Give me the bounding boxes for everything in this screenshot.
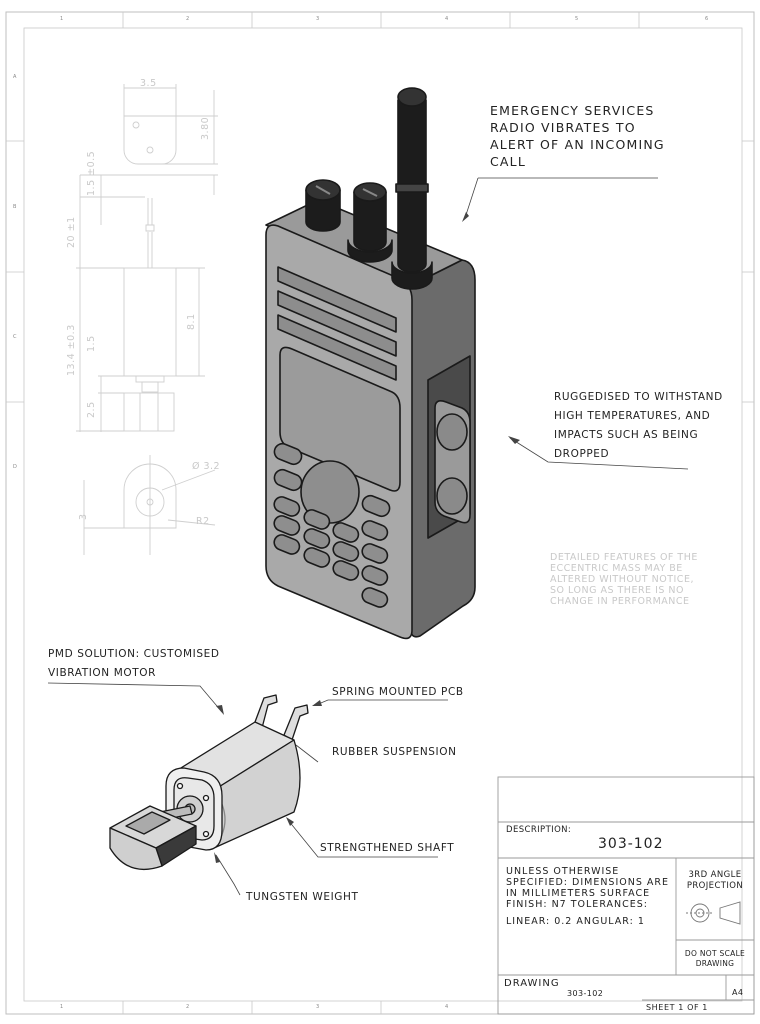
callout-eccentric-line-2: ECCENTRIC MASS MAY BE	[550, 563, 683, 574]
grid-row-c: C	[13, 334, 17, 340]
callout-rubber-suspension: RUBBER SUSPENSION	[332, 746, 457, 758]
callout-pmd: PMD SOLUTION: CUSTOMISED VIBRATION MOTOR	[48, 645, 220, 683]
title-notes-line-4: FINISH: N7 TOLERANCES:	[506, 899, 649, 910]
callout-eccentric-line-3: ALTERED WITHOUT NOTICE,	[550, 574, 694, 585]
grid-row-d: D	[13, 464, 17, 470]
callout-pmd-line-2: VIBRATION MOTOR	[48, 667, 156, 679]
grid-col-bottom-2: 2	[186, 1004, 190, 1010]
dim-top-height: 3.80	[200, 116, 211, 140]
title-description-label: DESCRIPTION:	[506, 825, 572, 835]
title-part-number: 303-102	[598, 836, 664, 852]
title-block-frame	[497, 776, 755, 1015]
dim-shaft-length: 1.5	[86, 335, 97, 352]
callout-radio-line-3: ALERT OF AN INCOMING	[490, 137, 665, 152]
callout-strengthened-shaft: STRENGTHENED SHAFT	[320, 842, 455, 854]
title-notes-line-2: SPECIFIED: DIMENSIONS ARE	[506, 877, 669, 888]
dim-top-width: 3.5	[140, 78, 157, 89]
title-do-not-scale-line-1: DO NOT SCALE	[684, 949, 746, 958]
callout-pmd-line-1: PMD SOLUTION: CUSTOMISED	[48, 648, 220, 660]
callout-radio: EMERGENCY SERVICES RADIO VIBRATES TO ALE…	[490, 102, 665, 170]
dim-body-length: 8.1	[186, 313, 197, 330]
title-sheet-count: SHEET 1 OF 1	[646, 1003, 708, 1012]
callout-eccentric-line-1: DETAILED FEATURES OF THE	[550, 552, 698, 563]
callout-spring-pcb: SPRING MOUNTED PCB	[332, 686, 464, 698]
grid-row-a: A	[13, 74, 17, 80]
dim-overall-length: 13.4 ±0.3	[66, 324, 77, 376]
title-do-not-scale: DO NOT SCALE DRAWING	[678, 949, 752, 969]
title-notes-line-1: UNLESS OTHERWISE	[506, 866, 620, 877]
callout-ruggedised-line-1: RUGGEDISED TO WITHSTAND	[554, 391, 723, 403]
callout-eccentric: DETAILED FEATURES OF THE ECCENTRIC MASS …	[550, 552, 698, 607]
title-projection-line-1: 3RD ANGLE	[688, 870, 742, 880]
title-notes-line-3: IN MILLIMETERS SURFACE	[506, 888, 651, 899]
title-notes: UNLESS OTHERWISE SPECIFIED: DIMENSIONS A…	[506, 866, 669, 910]
title-projection: 3RD ANGLE PROJECTION	[679, 870, 751, 892]
callout-tungsten-weight: TUNGSTEN WEIGHT	[246, 891, 359, 903]
callout-radio-line-4: CALL	[490, 154, 527, 169]
grid-col-bottom-3: 3	[316, 1004, 320, 1010]
grid-col-4: 4	[445, 16, 449, 22]
callout-ruggedised-line-2: HIGH TEMPERATURES, AND	[554, 410, 711, 422]
dim-weight-length: 2.5	[86, 401, 97, 418]
grid-col-bottom-1: 1	[60, 1004, 64, 1010]
callout-eccentric-line-5: CHANGE IN PERFORMANCE	[550, 596, 690, 607]
grid-col-bottom-4: 4	[445, 1004, 449, 1010]
title-drawing-number: 303-102	[567, 989, 604, 998]
dim-radius: R2	[196, 516, 210, 527]
grid-col-1: 1	[60, 16, 64, 22]
callout-ruggedised-line-4: DROPPED	[554, 448, 610, 460]
callout-radio-line-2: RADIO VIBRATES TO	[490, 120, 636, 135]
radio-illustration	[265, 87, 476, 640]
dim-tab-length: 1.5 ±0.5	[86, 150, 97, 196]
callout-ruggedised: RUGGEDISED TO WITHSTAND HIGH TEMPERATURE…	[554, 388, 723, 464]
grid-col-3: 3	[316, 16, 320, 22]
dim-lead-length: 20 ±1	[66, 216, 77, 248]
callout-ruggedised-line-3: IMPACTS SUCH AS BEING	[554, 429, 699, 441]
title-drawing-label: DRAWING	[504, 978, 560, 989]
title-tolerances: LINEAR: 0.2 ANGULAR: 1	[506, 916, 645, 927]
dim-diameter: Ø 3.2	[192, 461, 221, 472]
grid-row-b: B	[13, 204, 17, 210]
dim-end-height: 3	[78, 513, 89, 520]
title-do-not-scale-line-2: DRAWING	[695, 959, 735, 968]
grid-col-5: 5	[575, 16, 579, 22]
callout-eccentric-line-4: SO LONG AS THERE IS NO	[550, 585, 685, 596]
title-projection-line-2: PROJECTION	[686, 881, 744, 891]
grid-col-2: 2	[186, 16, 190, 22]
projection-symbol	[686, 901, 741, 925]
orthographic-views	[76, 84, 218, 555]
motor-illustration	[109, 694, 309, 870]
title-sheet-size: A4	[732, 988, 744, 997]
callout-radio-line-1: EMERGENCY SERVICES	[490, 103, 655, 118]
grid-col-6: 6	[705, 16, 709, 22]
leader-lines	[47, 177, 689, 896]
